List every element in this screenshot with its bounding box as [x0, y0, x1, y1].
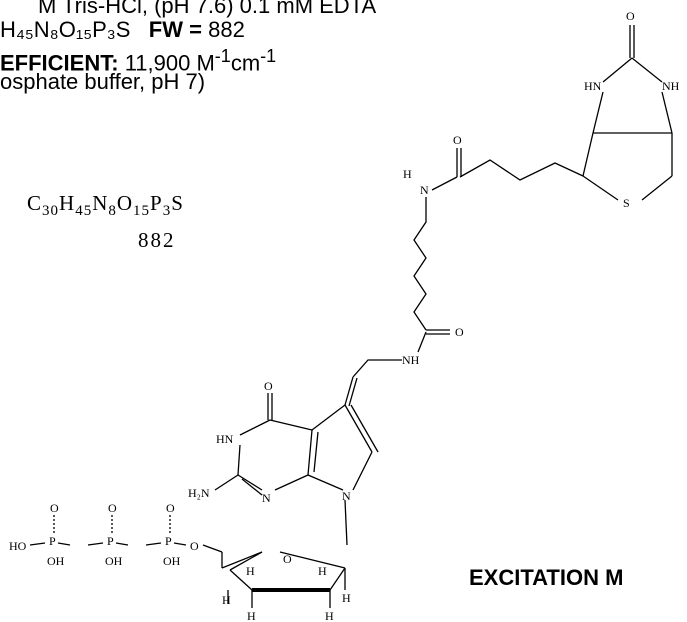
ring-bond-a [592, 91, 604, 134]
atom-h5: H [247, 609, 256, 622]
valeric-chain [459, 159, 584, 181]
sugar-ring [221, 551, 346, 608]
buffer-text: M Tris-HCl, (pH 7.6) 0.1 mM EDTA [38, 0, 377, 18]
molecular-formula: C30H45N8O15P3S [27, 191, 184, 220]
atom-p2: P [107, 534, 114, 548]
coefficient-value: 11,900 M [124, 50, 215, 76]
atom-s-ring: S [623, 196, 630, 210]
atom-n-amide: N [420, 183, 429, 197]
base-bond-j2 [241, 478, 263, 496]
coefficient-label: EFFICIENT: [0, 50, 119, 76]
base-bond-g [307, 474, 344, 491]
fw-value: 882 [208, 17, 245, 42]
p-bond-5 [145, 542, 162, 546]
amide-bond [431, 176, 458, 191]
atom-h-amide: H [403, 167, 412, 181]
atom-o3: O [166, 501, 175, 515]
coefficient-line: EFFICIENT: 11,900 M-1cm-1 [0, 44, 276, 75]
atom-nh-amide2: NH [402, 353, 420, 367]
phosphate-text: osphate buffer, pH 7) [0, 69, 206, 94]
sugar-bond-b [221, 551, 263, 569]
atom-p1: P [49, 534, 56, 548]
urea-bond-right [631, 57, 663, 83]
p-bond-6 [173, 542, 187, 546]
atom-o4: O [190, 539, 199, 553]
atom-h2: H [318, 564, 327, 578]
atom-n-ring: N [262, 491, 271, 505]
atom-oh2: OH [105, 554, 123, 568]
atom-h6: H [325, 609, 334, 622]
atom-n-glyc: N [342, 489, 351, 503]
atom-oh1: OH [47, 554, 65, 568]
atom-h4: H [342, 591, 351, 605]
base-bond-c [311, 404, 346, 431]
biotin-ring [431, 25, 673, 201]
phosphate-line: osphate buffer, pH 7) [0, 70, 205, 94]
atom-oh3: OH [163, 554, 181, 568]
allyl-double-2 [348, 377, 358, 407]
atom-ho: HO [9, 539, 27, 553]
atom-p3: P [165, 534, 172, 548]
atom-o-top: O [626, 9, 635, 23]
base-bond-d [344, 404, 373, 453]
triphosphate [29, 515, 223, 553]
atom-o2: O [108, 501, 117, 515]
atom-o-amide: O [453, 133, 462, 147]
allyl-chain [352, 359, 402, 378]
atom-nh-right: NH [662, 79, 680, 93]
base-bond-i [237, 444, 241, 476]
ring-bond-b [661, 91, 673, 134]
base-ring [214, 393, 379, 546]
atom-o-amide2: O [455, 325, 464, 339]
base-bond-f [307, 429, 313, 476]
linker-chain [413, 197, 427, 331]
buffer-line: M Tris-HCl, (pH 7.6) 0.1 mM EDTA [38, 0, 376, 18]
base-bond-a [239, 419, 271, 436]
base-bond-b [269, 419, 313, 431]
atom-hn-ring: HN [216, 432, 234, 446]
p-bond-7 [202, 544, 223, 553]
atom-h1: H [246, 564, 255, 578]
sugar-bond-d [229, 551, 263, 571]
coefficient-exp2: -1 [260, 46, 277, 66]
base-bond-h [274, 474, 309, 491]
glycosidic-bond [344, 499, 348, 546]
ring-bond-f [582, 175, 619, 201]
coefficient-unit: cm [230, 50, 261, 76]
ring-bond-g [641, 175, 673, 201]
base-bond-j [237, 474, 263, 491]
base-bond-f2 [313, 431, 319, 473]
amino-bond [214, 474, 239, 491]
p-bond-1 [29, 542, 46, 546]
sugar-bond-c [279, 551, 346, 569]
molecular-weight: 882 [138, 228, 176, 252]
atom-h3: H [222, 593, 231, 607]
allyl-double-1 [344, 376, 354, 406]
ring-bond-d [582, 132, 594, 177]
atom-o-sugar: O [283, 552, 292, 566]
base-bond-e [352, 451, 373, 491]
formula-line: H₄₅N₈O₁₅P₃S FW = 882 [0, 18, 245, 42]
atom-h2n: H₂N [188, 486, 210, 500]
base-bond-d2 [350, 404, 379, 453]
sugar-bond-f [229, 569, 253, 591]
p-bond-3 [87, 542, 104, 546]
excitation-heading: EXCITATION M [469, 565, 624, 590]
coefficient-exp1: -1 [214, 46, 231, 66]
sugar-bond-e [329, 567, 346, 591]
atom-o-keto: O [264, 379, 273, 393]
p-bond-2 [57, 542, 71, 546]
linker-amide-bond [417, 331, 427, 353]
p-bond-4 [115, 542, 129, 546]
atom-o1: O [50, 501, 59, 515]
fw-label: FW = [148, 17, 202, 42]
atom-hn-left: HN [584, 79, 602, 93]
urea-bond-left [602, 57, 633, 83]
formula-text: H₄₅N₈O₁₅P₃S [0, 17, 131, 42]
